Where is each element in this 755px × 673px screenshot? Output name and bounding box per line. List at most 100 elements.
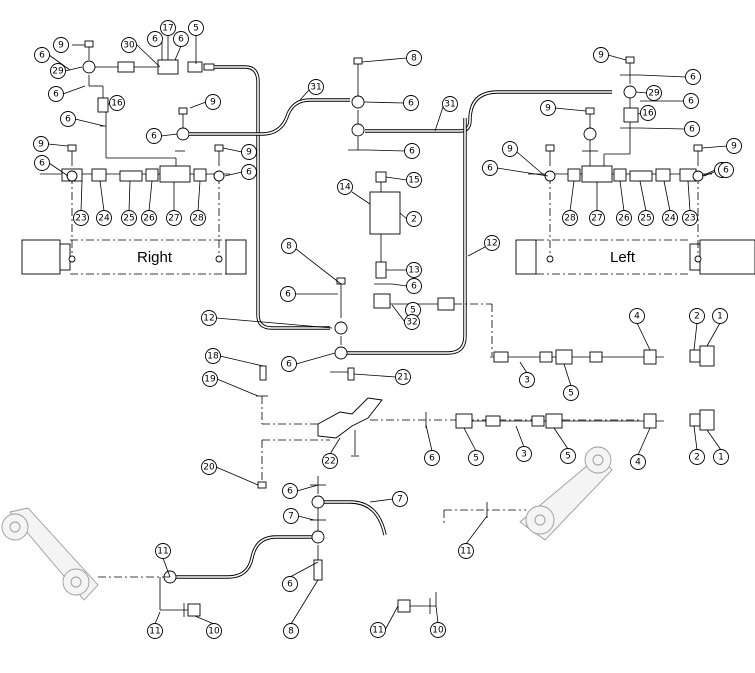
- callout-number: 6: [65, 115, 71, 125]
- right-manifold: [40, 107, 230, 183]
- callout-number: 9: [58, 41, 64, 51]
- callout-bubble: [712, 308, 728, 324]
- hose-7-top: [318, 500, 387, 536]
- callout-leader-line: [222, 147, 243, 153]
- callout-number: 6: [429, 454, 435, 464]
- callout-bubble: [395, 369, 411, 385]
- callout-leader-line: [215, 317, 333, 329]
- callout-number: 6: [487, 164, 493, 174]
- callout-number: 7: [288, 512, 294, 522]
- callout-15: 15: [406, 172, 422, 188]
- callout-number: 4: [634, 312, 640, 322]
- callout-6: 6: [403, 95, 419, 111]
- callout-leader-line: [693, 322, 698, 351]
- upper-right-fittings: [603, 56, 640, 166]
- callout-leader-line: [99, 180, 105, 212]
- callout-27: 27: [589, 210, 605, 226]
- callout-bubble: [406, 50, 422, 66]
- callout-bubble: [646, 85, 662, 101]
- callout-number: 6: [409, 147, 415, 157]
- callout-leader-line: [385, 176, 408, 181]
- callout-number: 5: [473, 454, 479, 464]
- callout-28: 28: [562, 210, 578, 226]
- callout-25: 25: [121, 210, 137, 226]
- callout-5: 5: [560, 448, 576, 464]
- center-lower-fittings: [256, 277, 640, 489]
- callout-30: 30: [121, 37, 137, 53]
- callout-number: 4: [635, 458, 641, 468]
- callout-bubble: [502, 141, 518, 157]
- callout-26: 26: [616, 210, 632, 226]
- callout-bubble: [519, 372, 535, 388]
- callout-6: 6: [34, 155, 50, 171]
- callout-bubble: [406, 262, 422, 278]
- callout-number: 8: [288, 627, 294, 637]
- callout-number: 28: [192, 214, 204, 224]
- callout-leader-line: [367, 149, 406, 152]
- callout-bubble: [540, 100, 556, 116]
- callout-bubble: [147, 623, 163, 639]
- callout-8: 8: [281, 238, 297, 254]
- callout-leader-line: [425, 424, 433, 452]
- callout-6: 6: [685, 69, 701, 85]
- callout-leader-line: [635, 91, 648, 94]
- callout-16: 16: [640, 105, 656, 121]
- callout-number: 9: [38, 140, 44, 150]
- callout-number: 1: [717, 312, 723, 322]
- cylinder-bottom-left: [1, 507, 170, 601]
- callout-12: 12: [484, 235, 500, 251]
- callout-1: 1: [713, 449, 729, 465]
- callout-leader-line: [353, 373, 397, 378]
- callout-17: 17: [160, 20, 176, 36]
- callout-number: 6: [39, 51, 45, 61]
- callout-6: 6: [718, 162, 734, 178]
- callout-31: 31: [308, 79, 324, 95]
- callout-bubble: [406, 211, 422, 227]
- callout-bubble: [589, 210, 605, 226]
- callout-bubble: [458, 543, 474, 559]
- callout-number: 23: [75, 214, 86, 224]
- callout-6: 6: [406, 278, 422, 294]
- callout-28: 28: [190, 210, 206, 226]
- callout-number: 6: [287, 580, 293, 590]
- callout-bubble: [682, 210, 698, 226]
- callout-leader-line: [619, 180, 625, 212]
- callout-bubble: [424, 450, 440, 466]
- callout-bubble: [166, 210, 182, 226]
- callout-leader-line: [194, 615, 215, 625]
- callout-number: 1: [718, 453, 724, 463]
- callout-bubble: [282, 483, 298, 499]
- callout-32: 32: [404, 314, 420, 330]
- callout-4: 4: [630, 454, 646, 470]
- callout-number: 12: [486, 239, 497, 249]
- callout-number: 22: [324, 457, 335, 467]
- callout-9: 9: [593, 47, 609, 63]
- callout-number: 25: [640, 214, 651, 224]
- callout-number: 16: [111, 99, 123, 109]
- callout-16: 16: [109, 95, 125, 111]
- callout-number: 5: [193, 24, 199, 34]
- callout-number: 27: [591, 214, 602, 224]
- callout-number: 28: [564, 214, 576, 224]
- callout-number: 11: [372, 626, 383, 636]
- callout-number: 9: [210, 98, 216, 108]
- callout-2: 2: [689, 308, 705, 324]
- callout-bubble: [33, 136, 49, 152]
- callout-bubble: [34, 155, 50, 171]
- callout-leader-line: [297, 515, 315, 521]
- callout-8: 8: [406, 50, 422, 66]
- callout-26: 26: [141, 210, 157, 226]
- hose-7-bottom: [175, 535, 312, 579]
- callout-leader-line: [47, 143, 69, 147]
- callout-number: 24: [98, 214, 110, 224]
- callout-bubble: [662, 210, 678, 226]
- callout-leader-line: [215, 466, 259, 486]
- callout-bubble: [337, 179, 353, 195]
- callout-number: 6: [690, 73, 696, 83]
- callout-7: 7: [283, 508, 299, 524]
- callout-5: 5: [188, 20, 204, 36]
- callout-7: 7: [392, 491, 408, 507]
- callout-number: 26: [143, 214, 155, 224]
- callout-6: 6: [60, 111, 76, 127]
